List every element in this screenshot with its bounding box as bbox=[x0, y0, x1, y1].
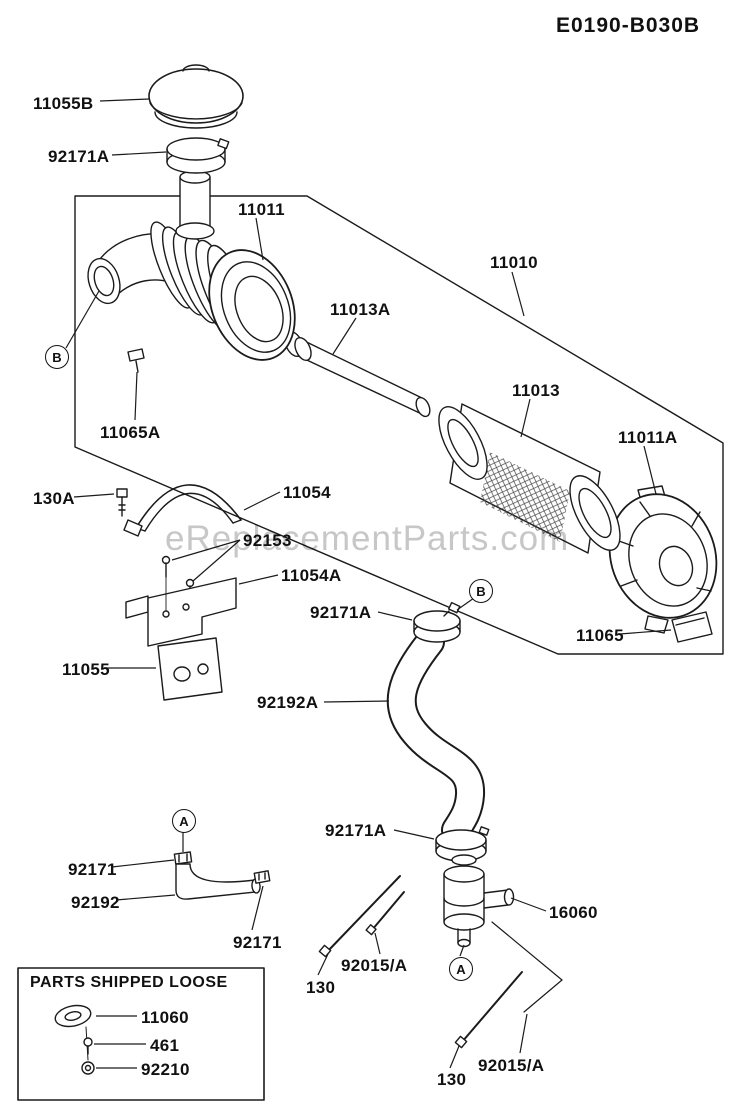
part-label-461: 461 bbox=[150, 1036, 180, 1055]
part-label-11011: 11011 bbox=[238, 200, 285, 219]
part-label-130-2: 130 bbox=[437, 1070, 467, 1089]
part-label-130-1: 130 bbox=[306, 978, 336, 997]
part-label-11013A: 11013A bbox=[330, 300, 391, 319]
callout-b-1: B bbox=[45, 345, 69, 369]
part-label-92015A-1: 92015/A bbox=[341, 956, 408, 975]
part-label-11013: 11013 bbox=[512, 381, 560, 400]
part-label-92015A-2: 92015/A bbox=[478, 1056, 545, 1075]
part-label-11055: 11055 bbox=[62, 660, 110, 679]
part-label-11011A: 11011A bbox=[618, 428, 678, 447]
part-label-11055B: 11055B bbox=[33, 94, 94, 113]
part-label-11010: 11010 bbox=[490, 253, 538, 272]
part-label-92171A-1: 92171A bbox=[48, 147, 110, 166]
parts-shipped-loose-title: PARTS SHIPPED LOOSE bbox=[30, 974, 228, 991]
callout-a-1: A bbox=[172, 809, 196, 833]
part-label-92210: 92210 bbox=[141, 1060, 190, 1079]
part-label-11054A: 11054A bbox=[281, 566, 342, 585]
part-label-92171-2: 92171 bbox=[233, 933, 282, 952]
callout-b-2: B bbox=[469, 579, 493, 603]
diagram-code: E0190-B030B bbox=[556, 14, 701, 37]
watermark-text: eReplacementParts.com bbox=[165, 519, 570, 558]
part-label-92153: 92153 bbox=[243, 531, 292, 550]
part-label-11065: 11065 bbox=[576, 626, 624, 645]
part-label-11054: 11054 bbox=[283, 483, 331, 502]
part-label-92171-1: 92171 bbox=[68, 860, 117, 879]
part-label-92171A-2: 92171A bbox=[310, 603, 372, 622]
part-label-16060: 16060 bbox=[549, 903, 598, 922]
assembly-enclosure-outline bbox=[74, 195, 724, 655]
callout-a-2: A bbox=[449, 957, 473, 981]
part-label-130A: 130A bbox=[33, 489, 75, 508]
part-label-92192A: 92192A bbox=[257, 693, 319, 712]
part-label-11060: 11060 bbox=[141, 1008, 189, 1027]
leader-lines bbox=[65, 98, 672, 1069]
part-label-92192: 92192 bbox=[71, 893, 120, 912]
part-label-92171A-3: 92171A bbox=[325, 821, 387, 840]
part-label-11065A: 11065A bbox=[100, 423, 161, 442]
